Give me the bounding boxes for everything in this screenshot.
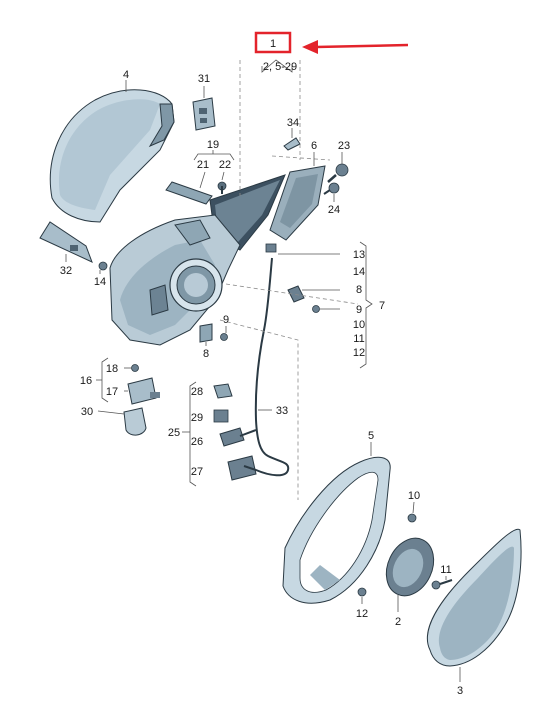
screw-22-part (217, 181, 227, 194)
label-screw-23: 23 (338, 140, 350, 152)
mirror-glass-part (426, 528, 522, 667)
cap-clip-part (192, 97, 216, 131)
connector-29-part (213, 409, 229, 423)
screw-9-right-part (312, 305, 320, 313)
label-housing-5: 5 (368, 430, 374, 442)
label-clip-34: 34 (287, 117, 299, 129)
label-clip-13: 13 (353, 249, 365, 261)
screw-9-center-part (220, 333, 228, 341)
screw-11-part (431, 579, 453, 590)
label-clip-8-right: 8 (356, 284, 362, 296)
label-clip-12-right: 12 (353, 347, 365, 359)
label-cap: 4 (123, 69, 129, 81)
lamp-17-part (127, 377, 160, 405)
label-cover-32: 32 (60, 265, 72, 277)
label-main-range: 2, 5-29 (263, 61, 297, 73)
motor-2-part (385, 537, 435, 597)
clip-13-part (265, 243, 277, 253)
screw-10-part (407, 513, 417, 523)
label-screw-9-center: 9 (223, 314, 229, 326)
highlight-arrow-icon (302, 40, 409, 54)
label-trim-strip: 19 (207, 139, 219, 151)
clip-8-right-part (287, 285, 305, 303)
connector-26-part (219, 427, 245, 447)
connector-28-part (213, 383, 233, 399)
clip-8-center-part (199, 323, 213, 343)
label-lamp-17: 17 (106, 386, 118, 398)
label-harness-33: 33 (276, 405, 288, 417)
wiring-harness-part (239, 257, 290, 477)
bulb-30-part (123, 407, 147, 436)
label-connector-27: 27 (191, 466, 203, 478)
label-connector-29: 29 (191, 412, 203, 424)
trim-strip-part (165, 181, 213, 205)
label-main-part: 1 (270, 38, 276, 50)
bracket-6-part (269, 165, 326, 241)
highlight-box (254, 31, 292, 54)
label-screw-9-right: 9 (356, 304, 362, 316)
label-clip-8-center: 8 (203, 348, 209, 360)
cover-32-part (39, 221, 93, 263)
label-glass-3: 3 (457, 685, 463, 697)
mirror-cap-part (49, 89, 175, 223)
label-cap-clip: 31 (198, 73, 210, 85)
label-bracket-6: 6 (311, 140, 317, 152)
screw-24-part (323, 182, 340, 195)
label-clip-14-right: 14 (353, 266, 365, 278)
label-clip-11-right: 11 (353, 333, 364, 345)
label-clip-10-right: 10 (353, 319, 365, 331)
label-connector-28: 28 (191, 386, 203, 398)
label-trim-b: 22 (219, 159, 231, 171)
housing-5-part (282, 456, 391, 604)
screw-23-part (327, 163, 349, 183)
label-screw-18: 18 (106, 363, 118, 375)
label-screw-12: 12 (356, 608, 368, 620)
label-screw-10: 10 (408, 490, 420, 502)
label-group-16: 16 (80, 375, 92, 387)
screw-14-left-part (98, 261, 108, 271)
label-group-7: 7 (379, 300, 385, 312)
label-screw-14-left: 14 (94, 276, 106, 288)
connector-27-part (227, 455, 257, 481)
label-connector-26: 26 (191, 436, 203, 448)
screw-18-part (131, 364, 139, 372)
label-screw-24: 24 (328, 204, 340, 216)
screw-12-part (357, 587, 367, 597)
label-motor-2: 2 (395, 616, 401, 628)
mirror-base-part (109, 174, 286, 346)
clip-34-part (283, 137, 301, 151)
label-screw-11: 11 (440, 564, 451, 576)
label-trim-a: 21 (197, 159, 209, 171)
label-group-25: 25 (168, 427, 180, 439)
label-bulb-30: 30 (81, 406, 93, 418)
